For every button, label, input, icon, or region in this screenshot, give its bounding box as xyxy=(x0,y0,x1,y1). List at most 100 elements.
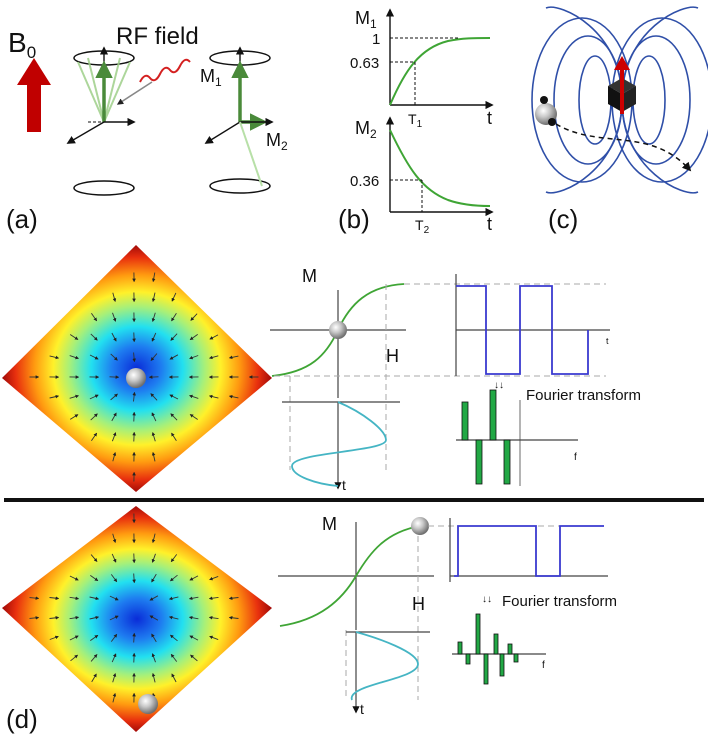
spectrum-bar xyxy=(493,633,499,655)
field-arrow xyxy=(190,313,198,321)
field-arrow xyxy=(169,574,178,582)
bottom-orbit-ellipse xyxy=(73,180,135,196)
field-arrow xyxy=(112,292,117,302)
field-arrow xyxy=(89,596,100,601)
t-axis-label-top: t xyxy=(487,108,492,128)
x-axis xyxy=(66,121,105,144)
field-arrow xyxy=(169,394,179,400)
field-arrow xyxy=(112,452,117,462)
field-arrow xyxy=(189,355,199,360)
h-label-lower: H xyxy=(412,594,425,614)
spectrum-bars-lower xyxy=(457,613,519,685)
field-arrow xyxy=(91,313,98,322)
fourier-label-lower: Fourier transform xyxy=(502,593,617,610)
field-arrow xyxy=(151,633,157,643)
m2-label: M2 xyxy=(266,130,288,153)
field-arrow xyxy=(169,634,178,642)
field-arrow xyxy=(209,355,219,360)
field-arrow xyxy=(170,653,178,662)
field-arrow xyxy=(90,575,99,582)
b0-label: B0 xyxy=(8,27,36,62)
field-arrow xyxy=(89,615,100,620)
field-arrow xyxy=(151,553,156,563)
field-arrow xyxy=(151,672,156,683)
field-arrow xyxy=(170,413,178,421)
level-036-label: 0.36 xyxy=(350,173,379,190)
m1-label: M1 xyxy=(200,66,222,89)
field-arrow xyxy=(69,596,80,601)
panel-b: M1 1 0.63 T1 t M2 0.36 T2 t (b) xyxy=(338,8,494,236)
particle-ball-upper xyxy=(126,368,146,388)
m-label-lower: M xyxy=(322,514,337,534)
panel-c: (c) xyxy=(531,6,708,234)
field-arrow xyxy=(189,414,198,420)
operating-point-ball-lower xyxy=(411,517,429,535)
field-arrow xyxy=(150,353,158,361)
spectrum-bar xyxy=(465,653,471,665)
harmonic-arrows-icon-upper: ↓↓ xyxy=(494,380,504,391)
field-arrow xyxy=(112,673,117,683)
field-arrow xyxy=(190,654,198,662)
square-wave-lower xyxy=(454,525,604,577)
h-label-upper: H xyxy=(386,346,399,366)
field-arrow xyxy=(110,633,118,642)
field-arrow xyxy=(169,354,179,360)
m2-axis-label: M2 xyxy=(355,118,377,141)
field-arrow xyxy=(49,596,60,600)
field-arrow xyxy=(228,596,239,600)
field-arrow xyxy=(109,615,119,621)
b0-arrow-icon xyxy=(17,58,51,132)
field-arrow xyxy=(89,354,99,360)
gradient-field-arrows-upper xyxy=(29,272,259,482)
field-arrow xyxy=(151,533,156,544)
field-arrow xyxy=(171,312,177,322)
x-axis-2 xyxy=(204,121,241,144)
field-arrow xyxy=(188,615,199,620)
m2-decay-curve xyxy=(389,129,491,207)
field-arrow xyxy=(69,394,79,399)
field-arrow xyxy=(29,616,40,620)
field-arrow xyxy=(89,394,99,400)
particle-ball-lower xyxy=(138,694,158,714)
spectrum-bar xyxy=(499,653,505,677)
rf-field-label: RF field xyxy=(116,23,199,50)
spectrum-bar xyxy=(503,439,511,485)
spectrum-bar xyxy=(507,643,513,655)
panel-d-tag: (d) xyxy=(6,704,38,734)
field-arrow xyxy=(110,393,118,401)
field-arrow xyxy=(209,635,219,641)
field-arrow xyxy=(132,632,136,643)
field-arrow xyxy=(91,673,97,683)
field-arrow xyxy=(69,355,79,360)
field-arrow xyxy=(111,432,117,442)
field-arrow xyxy=(228,616,239,620)
field-arrow xyxy=(69,414,79,420)
field-arrow xyxy=(49,635,59,640)
field-arrow xyxy=(151,292,156,303)
spectrum-bars-upper xyxy=(461,389,511,485)
langevin-curve-lower xyxy=(279,525,421,627)
t-axis-label-bottom: t xyxy=(487,214,492,234)
field-arrow xyxy=(49,394,60,399)
field-arrow xyxy=(208,394,219,399)
spectrum-bar xyxy=(461,401,469,441)
panel-c-tag: (c) xyxy=(548,204,578,234)
spin-dot-bottom xyxy=(548,118,556,126)
field-arrow xyxy=(151,332,157,342)
field-arrow xyxy=(29,596,40,600)
field-arrow xyxy=(149,615,159,621)
fourier-label-upper: Fourier transform xyxy=(526,387,641,404)
harmonic-arrows-icon-lower: ↓↓ xyxy=(482,594,492,605)
field-arrow xyxy=(189,394,199,399)
heatmap-diamond-lower xyxy=(2,506,272,732)
field-arrow xyxy=(189,334,198,341)
bottom-orbit-ellipse-2 xyxy=(209,178,271,194)
m1-recovery-curve xyxy=(389,37,491,106)
m-label-upper: M xyxy=(302,266,317,286)
spectrum-bar xyxy=(513,653,519,663)
field-arrow xyxy=(151,412,157,422)
field-arrow xyxy=(208,596,219,601)
rf-wave-icon xyxy=(139,58,191,83)
rf-arrow xyxy=(116,81,153,105)
field-arrow xyxy=(171,292,177,302)
